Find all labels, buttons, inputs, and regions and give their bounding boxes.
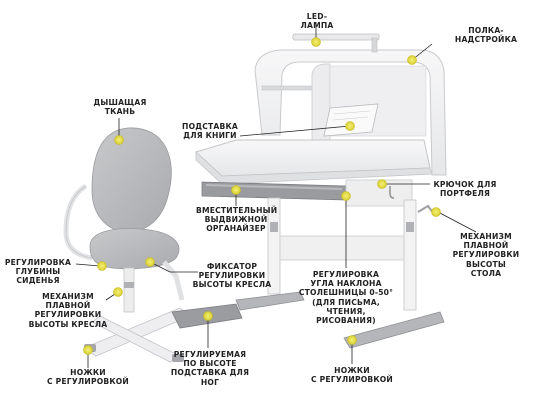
desk-crossbar (279, 235, 405, 261)
marker-chairmech (113, 287, 123, 297)
book-stand (323, 103, 379, 137)
label-hook: КРЮЧОК ДЛЯ ПОРТФЕЛЯ (433, 180, 497, 199)
marker-deskmech (431, 207, 441, 217)
markers (83, 37, 441, 355)
hutch-shelf (261, 85, 315, 91)
led-lamp-bar (292, 33, 380, 41)
chair-back-frame (63, 183, 93, 261)
chair-seat (89, 228, 180, 270)
label-book-stand: ПОДСТАВКА ДЛЯ КНИГИ (182, 122, 238, 141)
marker-tilt (341, 191, 351, 201)
label-chair-lock: ФИКСАТОР РЕГУЛИРОВКИ ВЫСОТЫ КРЕСЛА (192, 262, 272, 290)
desk-leg-right (403, 199, 417, 311)
label-desk-feet: НОЖКИ С РЕГУЛИРОВКОЙ (311, 366, 393, 385)
line-deskmech (437, 211, 477, 233)
label-desk-mech: МЕХАНИЗМ ПЛАВНОЙ РЕГУЛИРОВКИ ВЫСОТЫ СТОЛ… (452, 232, 520, 278)
marker-organizer (231, 185, 241, 195)
led-lamp-stem (371, 37, 378, 53)
label-shelf: ПОЛКА- НАДСТРОЙКА (454, 26, 518, 45)
chair-foot-2 (172, 354, 184, 362)
chair-backrest (91, 127, 172, 233)
desk-foot-right (343, 311, 445, 349)
marker-breathable (114, 135, 124, 145)
marker-footrest (203, 311, 213, 321)
line-bookstand (239, 125, 351, 137)
marker-led (311, 37, 321, 47)
desk-hutch (254, 49, 447, 176)
label-organizer: ВМЕСТИТЕЛЬНЫЙ ВЫДВИЖНОЙ ОРГАНАЙЗЕР (196, 206, 278, 234)
marker-chairfeet (83, 345, 93, 355)
label-led-lamp: LED-ЛАМПА (300, 12, 334, 31)
desk-foot-left (235, 291, 305, 311)
marker-shelf (407, 55, 417, 65)
label-seat-depth: РЕГУЛИРОВКА ГЛУБИНЫ СИДЕНЬЯ (4, 258, 72, 286)
marker-deskfeet (347, 335, 357, 345)
line-seatdepth (75, 263, 101, 267)
chair (63, 127, 243, 363)
marker-hook (377, 179, 387, 189)
label-footrest: РЕГУЛИРУЕМАЯ ПО ВЫСОТЕ ПОДСТАВКА ДЛЯ НОГ (170, 350, 250, 387)
bag-hook (389, 186, 395, 199)
desk-top-edge (195, 151, 433, 185)
marker-bookstand (345, 121, 355, 131)
marker-seatdepth (97, 261, 107, 271)
label-chair-mech: МЕХАНИЗМ ПЛАВНОЙ РЕГУЛИРОВКИ ВЫСОТЫ КРЕС… (28, 292, 108, 329)
label-chair-feet: НОЖКИ С РЕГУЛИРОВКОЙ (47, 368, 129, 387)
chair-column (123, 267, 135, 313)
line-chairlock (149, 261, 198, 273)
label-tilt: РЕГУЛИРОВКА УГЛА НАКЛОНА СТОЛЕШНИЦЫ 0-50… (298, 270, 394, 326)
label-breathable: ДЫШАЩАЯ ТКАНЬ (93, 98, 147, 117)
marker-chairlock (145, 257, 155, 267)
